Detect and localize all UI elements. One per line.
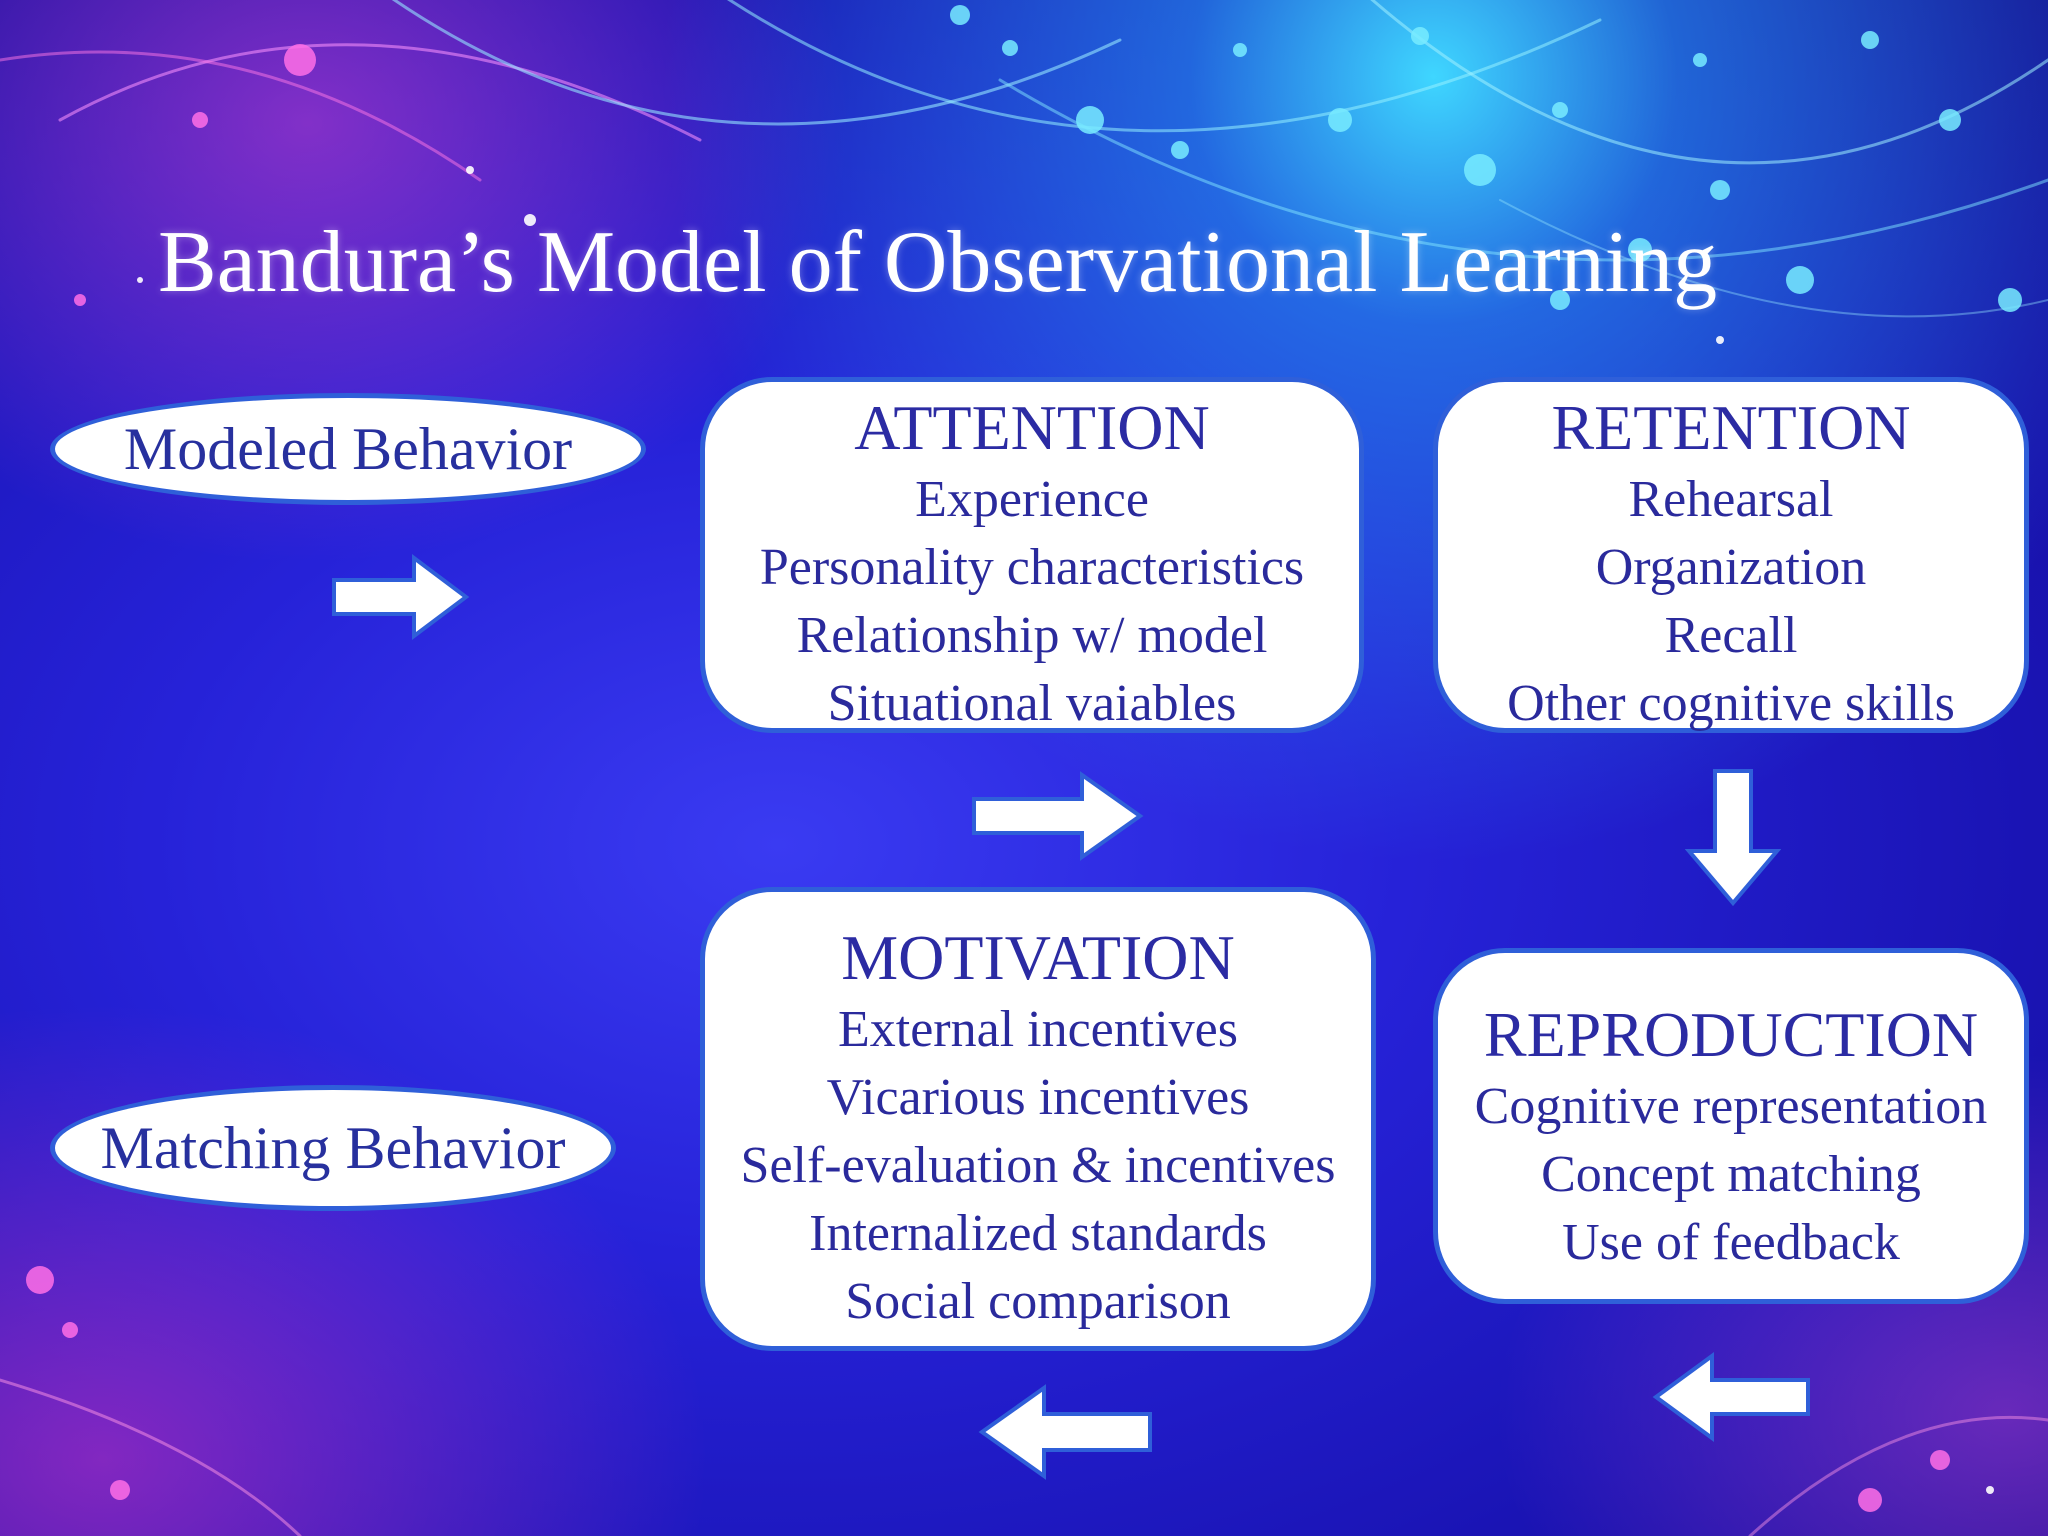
attention-item: Personality characteristics xyxy=(759,539,1305,596)
motivation-item: External incentives xyxy=(838,1001,1238,1058)
left-arrow-icon xyxy=(1652,1352,1810,1442)
reproduction-item: Cognitive representation xyxy=(1474,1078,1988,1135)
motivation-heading: MOTIVATION xyxy=(841,922,1235,993)
motivation-item: Internalized standards xyxy=(809,1205,1267,1262)
reproduction-box: REPRODUCTION Cognitive representation Co… xyxy=(1433,948,2029,1304)
retention-item: Rehearsal xyxy=(1628,471,1834,528)
motivation-item: Social comparison xyxy=(845,1273,1231,1330)
reproduction-item: Concept matching xyxy=(1541,1146,1921,1203)
slide-title: Bandura’s Model of Observational Learnin… xyxy=(158,214,1718,311)
motivation-box: MOTIVATION External incentives Vicarious… xyxy=(700,887,1376,1351)
modeled-behavior-oval: Modeled Behavior xyxy=(50,393,646,505)
motivation-item: Vicarious incentives xyxy=(826,1069,1250,1126)
left-arrow-icon xyxy=(978,1384,1152,1480)
right-arrow-icon xyxy=(332,554,470,640)
down-arrow-icon xyxy=(1685,769,1781,907)
motivation-item: Self-evaluation & incentives xyxy=(740,1137,1336,1194)
retention-box: RETENTION Rehearsal Organization Recall … xyxy=(1433,377,2029,733)
retention-heading: RETENTION xyxy=(1551,392,1911,463)
modeled-behavior-label: Modeled Behavior xyxy=(123,415,573,482)
attention-item: Relationship w/ model xyxy=(796,607,1268,664)
attention-item: Situational vaiables xyxy=(827,675,1237,732)
reproduction-item: Use of feedback xyxy=(1562,1214,1900,1271)
matching-behavior-oval: Matching Behavior xyxy=(50,1085,616,1211)
reproduction-heading: REPRODUCTION xyxy=(1483,999,1979,1070)
attention-item: Experience xyxy=(915,471,1149,528)
retention-item: Organization xyxy=(1595,539,1867,596)
attention-heading: ATTENTION xyxy=(854,392,1210,463)
retention-item: Recall xyxy=(1664,607,1798,664)
matching-behavior-label: Matching Behavior xyxy=(100,1114,566,1181)
retention-item: Other cognitive skills xyxy=(1507,675,1955,732)
right-arrow-icon xyxy=(972,771,1144,861)
attention-box: ATTENTION Experience Personality charact… xyxy=(700,377,1364,733)
